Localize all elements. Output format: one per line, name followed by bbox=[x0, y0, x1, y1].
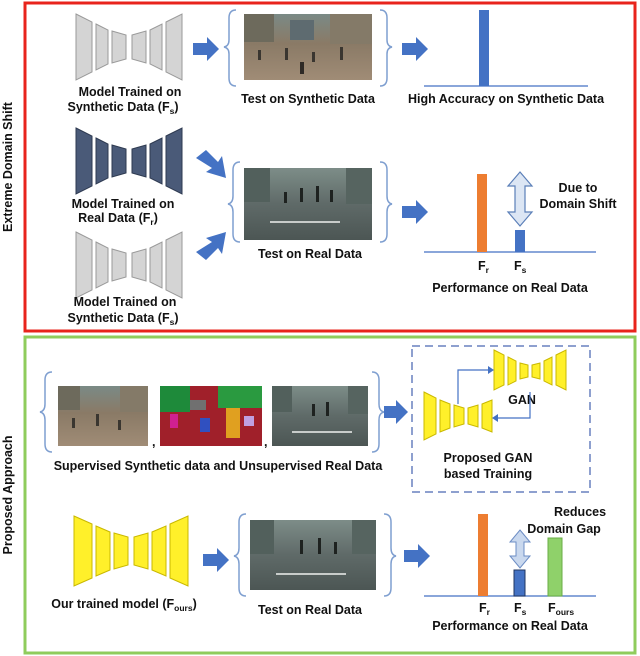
synthetic-model-label-1: Model Trained on bbox=[79, 85, 182, 99]
brace-right-3 bbox=[371, 371, 385, 453]
our-model-label: Our trained model (Fours) bbox=[51, 597, 197, 613]
synthetic-model-2-label-2: Synthetic Data (Fs) bbox=[67, 311, 178, 327]
brace-left-2 bbox=[227, 161, 241, 243]
arrow-right-6 bbox=[404, 544, 430, 568]
chart3-bar-fr bbox=[478, 514, 488, 596]
arrow-right-2 bbox=[402, 37, 428, 61]
gan-network-icon bbox=[493, 349, 567, 391]
arrow-diag-up bbox=[196, 232, 226, 260]
gan-feedback-arrow-up bbox=[457, 369, 488, 404]
bottom-section-side-label: Proposed Approach bbox=[1, 436, 15, 555]
brace-left-1 bbox=[223, 9, 237, 87]
real-data-image bbox=[272, 386, 368, 446]
gan-feedback-arrowhead-2 bbox=[492, 414, 498, 422]
bottom-section-border bbox=[23, 335, 637, 655]
real-scene-image bbox=[244, 168, 372, 240]
domain-gap-annotation-1: Reduces bbox=[554, 505, 606, 519]
real-model-icon bbox=[75, 127, 183, 195]
arrow-right-1 bbox=[193, 37, 219, 61]
top-section-side-label: Extreme Domain Shift bbox=[1, 101, 15, 232]
training-label-2: based Training bbox=[444, 467, 532, 481]
chart2-bar-fr bbox=[477, 174, 487, 252]
brace-right-4 bbox=[383, 513, 397, 597]
synthetic-model-2-label-1: Model Trained on bbox=[74, 295, 177, 309]
real-result-label: Performance on Real Data bbox=[432, 281, 589, 295]
segmentation-label-image bbox=[160, 386, 262, 446]
real-scene-image-2 bbox=[250, 520, 376, 590]
arrow-diag-down bbox=[196, 150, 226, 178]
tick-fr-top: Fr bbox=[478, 259, 490, 275]
real-performance-chart bbox=[424, 171, 596, 253]
synthetic-model-icon-2 bbox=[75, 231, 183, 299]
synthetic-result-label: High Accuracy on Synthetic Data bbox=[408, 92, 605, 106]
synthetic-accuracy-chart bbox=[424, 10, 588, 87]
training-label-1: Proposed GAN bbox=[444, 451, 533, 465]
chart3-bar-fours bbox=[547, 537, 563, 597]
tick-fs-top: Fs bbox=[514, 259, 527, 275]
domain-shift-double-arrow bbox=[506, 171, 534, 227]
top-section-border bbox=[23, 1, 637, 333]
arrow-right-3 bbox=[402, 200, 428, 224]
main-network-icon bbox=[423, 391, 493, 441]
synthetic-data-image bbox=[58, 386, 148, 446]
data-description-label: Supervised Synthetic data and Unsupervis… bbox=[54, 459, 384, 473]
brace-left-3 bbox=[39, 371, 53, 453]
chart1-bar-synthetic bbox=[479, 10, 489, 86]
test-synthetic-label: Test on Synthetic Data bbox=[241, 92, 376, 106]
chart3-bar-fs bbox=[513, 569, 526, 597]
brace-right-1 bbox=[379, 9, 393, 87]
chart2-bar-fs bbox=[515, 230, 525, 252]
synthetic-model-icon bbox=[75, 13, 183, 81]
domain-shift-annotation-1: Due to bbox=[559, 181, 598, 195]
synthetic-scene-image bbox=[244, 14, 372, 80]
gan-training-box bbox=[411, 345, 591, 493]
test-real-label-2: Test on Real Data bbox=[258, 603, 363, 617]
arrow-right-4 bbox=[384, 400, 408, 424]
tick-fr-bottom: Fr bbox=[479, 601, 491, 617]
brace-left-4 bbox=[233, 513, 247, 597]
separator-2: , bbox=[264, 435, 267, 449]
tick-fs-bottom: Fs bbox=[514, 601, 527, 617]
our-model-icon bbox=[73, 515, 189, 587]
domain-shift-annotation-2: Domain Shift bbox=[539, 197, 617, 211]
gan-label: GAN bbox=[508, 393, 536, 407]
tick-fours-bottom: Fours bbox=[548, 601, 574, 617]
synthetic-model-label-2: Synthetic Data (Fs) bbox=[67, 100, 178, 116]
brace-right-2 bbox=[379, 161, 393, 243]
real-model-label-2: Real Data (Fr) bbox=[78, 211, 158, 227]
arrow-right-5 bbox=[203, 548, 229, 572]
gan-feedback-arrow-down bbox=[498, 392, 531, 419]
separator-1: , bbox=[152, 435, 155, 449]
real-model-label-1: Model Trained on bbox=[72, 197, 175, 211]
our-result-label: Performance on Real Data bbox=[432, 619, 589, 633]
our-performance-chart bbox=[424, 514, 596, 597]
domain-gap-double-arrow bbox=[508, 529, 532, 569]
domain-gap-annotation-2: Domain Gap bbox=[527, 522, 601, 536]
test-real-label: Test on Real Data bbox=[258, 247, 363, 261]
gan-feedback-arrowhead-1 bbox=[488, 366, 494, 374]
